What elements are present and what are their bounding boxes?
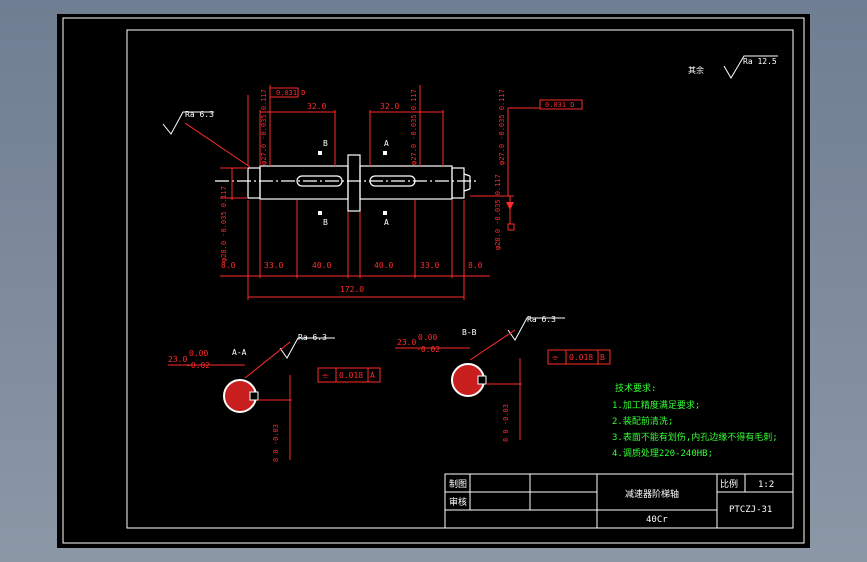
- tb-scale-value: 1:2: [758, 480, 774, 490]
- roughness-leader: [184, 122, 251, 168]
- aa-dim-low: -0.02: [186, 361, 210, 370]
- key-tol-box-right[interactable]: [539, 99, 583, 110]
- aa-datum: A: [370, 371, 375, 380]
- bottom-dim-2: 33.0: [264, 261, 283, 270]
- bb-tol-symbol: ⌯: [552, 353, 559, 362]
- fit-left-top: φ27.0 -0.035 0.117: [260, 89, 268, 165]
- tech-req-item-2: 2.装配前清洗;: [612, 415, 673, 427]
- tb-drawing-no: PTCZJ-31: [729, 505, 772, 515]
- section-a-bottom: A: [384, 218, 389, 227]
- section-bb-label: B-B: [462, 328, 477, 337]
- section-b-top: B: [323, 139, 328, 148]
- bb-roughness-value: Ra 6.3: [527, 315, 556, 324]
- key-tol-left: 0.031 D: [276, 89, 306, 97]
- top-dim-right: 32.0: [380, 102, 399, 111]
- roughness-symbol-general: [723, 55, 778, 79]
- tech-req-item-4: 4.调质处理220-240HB;: [612, 447, 713, 459]
- bb-tol-box[interactable]: [547, 349, 611, 365]
- fit-left-bottom: φ28.0 -0.035 0.117: [220, 186, 228, 262]
- aa-dim-up: 0.00: [189, 349, 208, 358]
- aa-vertical-dim: 8 0 -0.03: [272, 424, 280, 462]
- drawing-background: [57, 14, 810, 548]
- tb-scale-label: 比例: [720, 478, 738, 490]
- bottom-dim-4: 40.0: [374, 261, 393, 270]
- fit-right-bottom: φ28.0 -0.035 0.117: [494, 174, 502, 250]
- section-a-top: A: [384, 139, 389, 148]
- key-tol-box-left[interactable]: [269, 87, 299, 98]
- section-markers: [318, 151, 387, 215]
- outer-frame: [62, 17, 805, 544]
- shaft-main-view: [215, 154, 478, 212]
- datum-triangle: [506, 202, 514, 210]
- shaft-dimension-lines: [220, 85, 540, 300]
- aa-tolerance: 0.018: [339, 371, 363, 380]
- tb-part-name: 减速器阶梯轴: [625, 488, 679, 500]
- section-b-bottom: B: [323, 218, 328, 227]
- aa-keyway: [249, 391, 259, 401]
- overall-length-dim: 172.0: [340, 285, 364, 294]
- bb-datum: B: [600, 353, 605, 362]
- title-block: [444, 473, 794, 529]
- roughness-symbol-shaft: [162, 111, 214, 135]
- tb-drawn-label: 制图: [449, 478, 467, 490]
- fit-right-end: φ27.0 -0.035 0.117: [498, 89, 506, 165]
- section-aa-label: A-A: [232, 348, 247, 357]
- tech-req-item-3: 3.表面不能有划伤,内孔边缘不得有毛刺;: [612, 431, 778, 443]
- aa-dim-main: 23.0: [168, 355, 187, 364]
- bb-vertical-dim: 8 0 -0.03: [502, 404, 510, 442]
- bottom-dim-6: 8.0: [468, 261, 483, 270]
- top-dim-left: 32.0: [307, 102, 326, 111]
- aa-roughness-symbol: [279, 337, 335, 359]
- general-roughness-value: Ra 12.5: [743, 57, 777, 66]
- bb-tolerance: 0.018: [569, 353, 593, 362]
- tb-material: 40Cr: [646, 515, 668, 525]
- key-tol-right: 0.031 D: [545, 101, 575, 109]
- tech-req-item-1: 1.加工精度满足要求;: [612, 399, 700, 411]
- aa-tol-symbol: ⌯: [322, 371, 329, 380]
- tb-checked-label: 审核: [449, 496, 467, 508]
- shaft-roughness-value: Ra 6.3: [185, 110, 214, 119]
- bb-dim-main: 23.0: [397, 338, 416, 347]
- bb-keyway: [477, 375, 487, 385]
- aa-leader: [244, 341, 291, 379]
- bottom-dim-5: 33.0: [420, 261, 439, 270]
- bb-roughness-symbol: [507, 317, 565, 341]
- bottom-dim-1: 8.0: [221, 261, 236, 270]
- aa-roughness-value: Ra 6.3: [298, 333, 327, 342]
- aa-tol-box[interactable]: [317, 367, 381, 383]
- bottom-dim-3: 40.0: [312, 261, 331, 270]
- bb-leader: [469, 329, 516, 361]
- bb-dim-up: 0.00: [418, 333, 437, 342]
- general-roughness-label: 其余: [688, 65, 704, 75]
- tech-req-title: 技术要求:: [615, 382, 656, 394]
- bb-dim-low: -0.02: [416, 345, 440, 354]
- fit-right-top: φ27.0 -0.035 0.117: [410, 89, 418, 165]
